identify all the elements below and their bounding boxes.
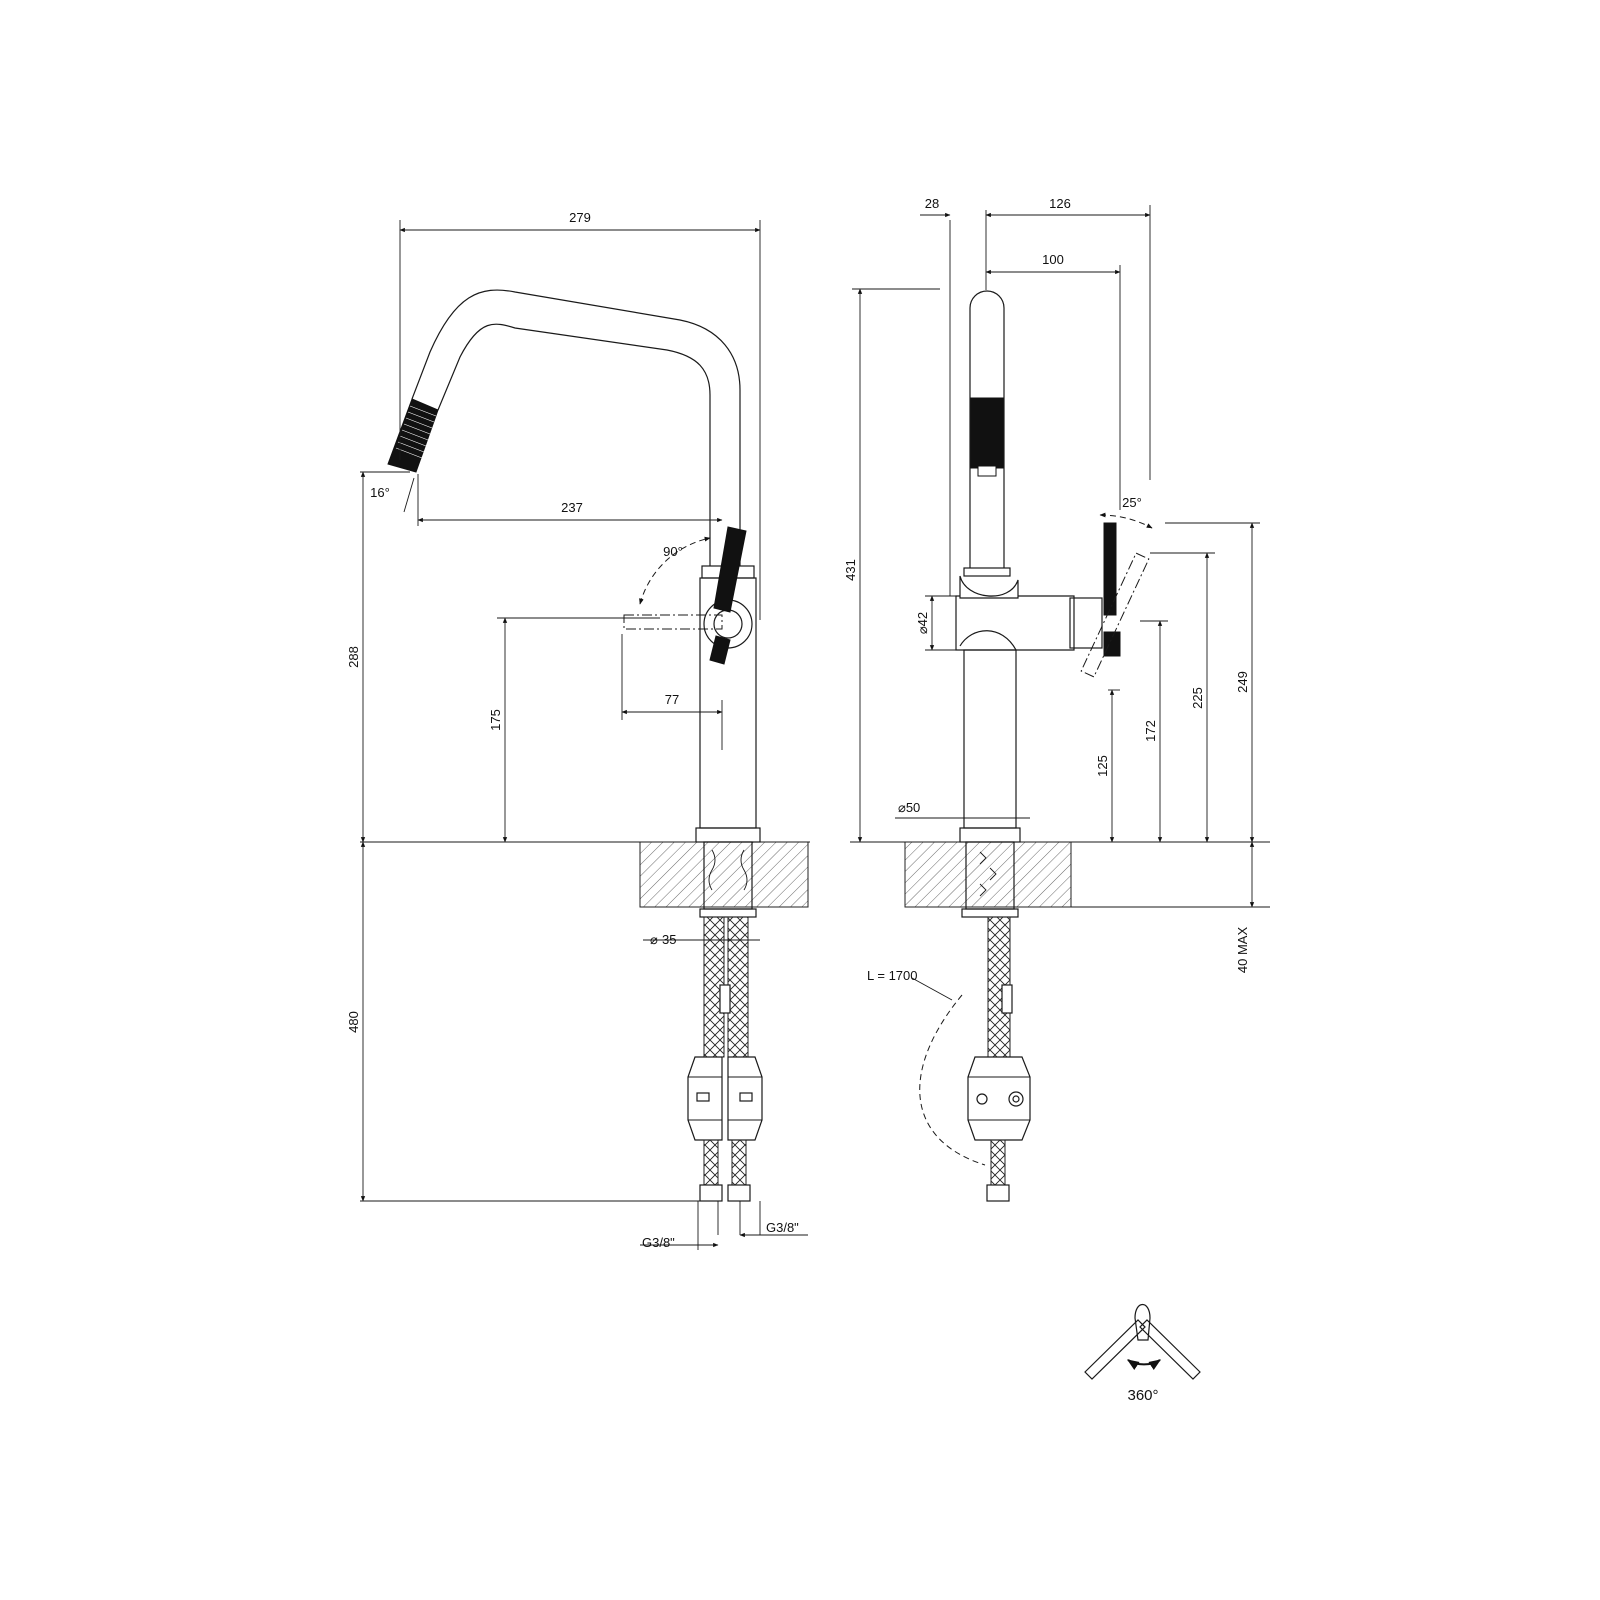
dim-total-height-front: 288 [346, 646, 361, 668]
hoses-front [687, 916, 763, 1202]
dim-inlet-right: G3/8" [766, 1220, 799, 1235]
swivel-label: 360° [1127, 1387, 1158, 1404]
body-side [955, 575, 1103, 918]
dim-hose-length-front: 480 [346, 1011, 361, 1033]
dim-side-offset: 28 [925, 196, 939, 211]
dim-height-249: 249 [1235, 671, 1250, 693]
dim-lever-angle: 25° [1122, 495, 1142, 510]
rotation-arc-front [639, 536, 711, 605]
aerator-band-side [970, 397, 1004, 469]
countertop-section-side [904, 841, 1072, 908]
aerator-front [387, 398, 439, 473]
front-view: 279 237 16° 90° 288 175 77 480 ⌀ 35 [346, 210, 810, 1250]
dim-front-total-width: 279 [569, 210, 591, 225]
lever-front [623, 526, 753, 665]
dim-lever-axis-height: 175 [488, 709, 503, 731]
dim-body-diameter: ⌀42 [915, 612, 930, 634]
dim-height-125: 125 [1095, 755, 1110, 777]
dim-base-diameter: 35 [662, 932, 676, 947]
countertop-section-front [639, 841, 809, 908]
dim-height-225: 225 [1190, 687, 1205, 709]
dim-side-width-126: 126 [1049, 196, 1071, 211]
dim-column-diameter: ⌀50 [898, 800, 920, 815]
dim-pull-out-hose: L = 1700 [867, 968, 917, 983]
hoses-side [919, 916, 1031, 1202]
side-view: 28 126 100 431 ⌀42 25° 249 225 172 1 [843, 196, 1270, 1202]
dim-deck-thickness: 40 MAX [1235, 927, 1250, 974]
swivel-icon: 360° [1084, 1303, 1201, 1404]
lever-side [1080, 512, 1153, 678]
spout-side [963, 290, 1011, 577]
spout-front [387, 289, 741, 566]
dim-lever-rotation: 90° [663, 544, 683, 559]
dim-side-total-height: 431 [843, 559, 858, 581]
dim-spout-reach: 237 [561, 500, 583, 515]
dim-spout-angle: 16° [370, 485, 390, 500]
dim-inlet-left: G3/8" [642, 1235, 675, 1250]
dim-height-172: 172 [1143, 720, 1158, 742]
dim-side-width-100: 100 [1042, 252, 1064, 267]
dim-lever-offset: 77 [665, 692, 679, 707]
dim-base-diameter-symbol: ⌀ [650, 932, 658, 947]
